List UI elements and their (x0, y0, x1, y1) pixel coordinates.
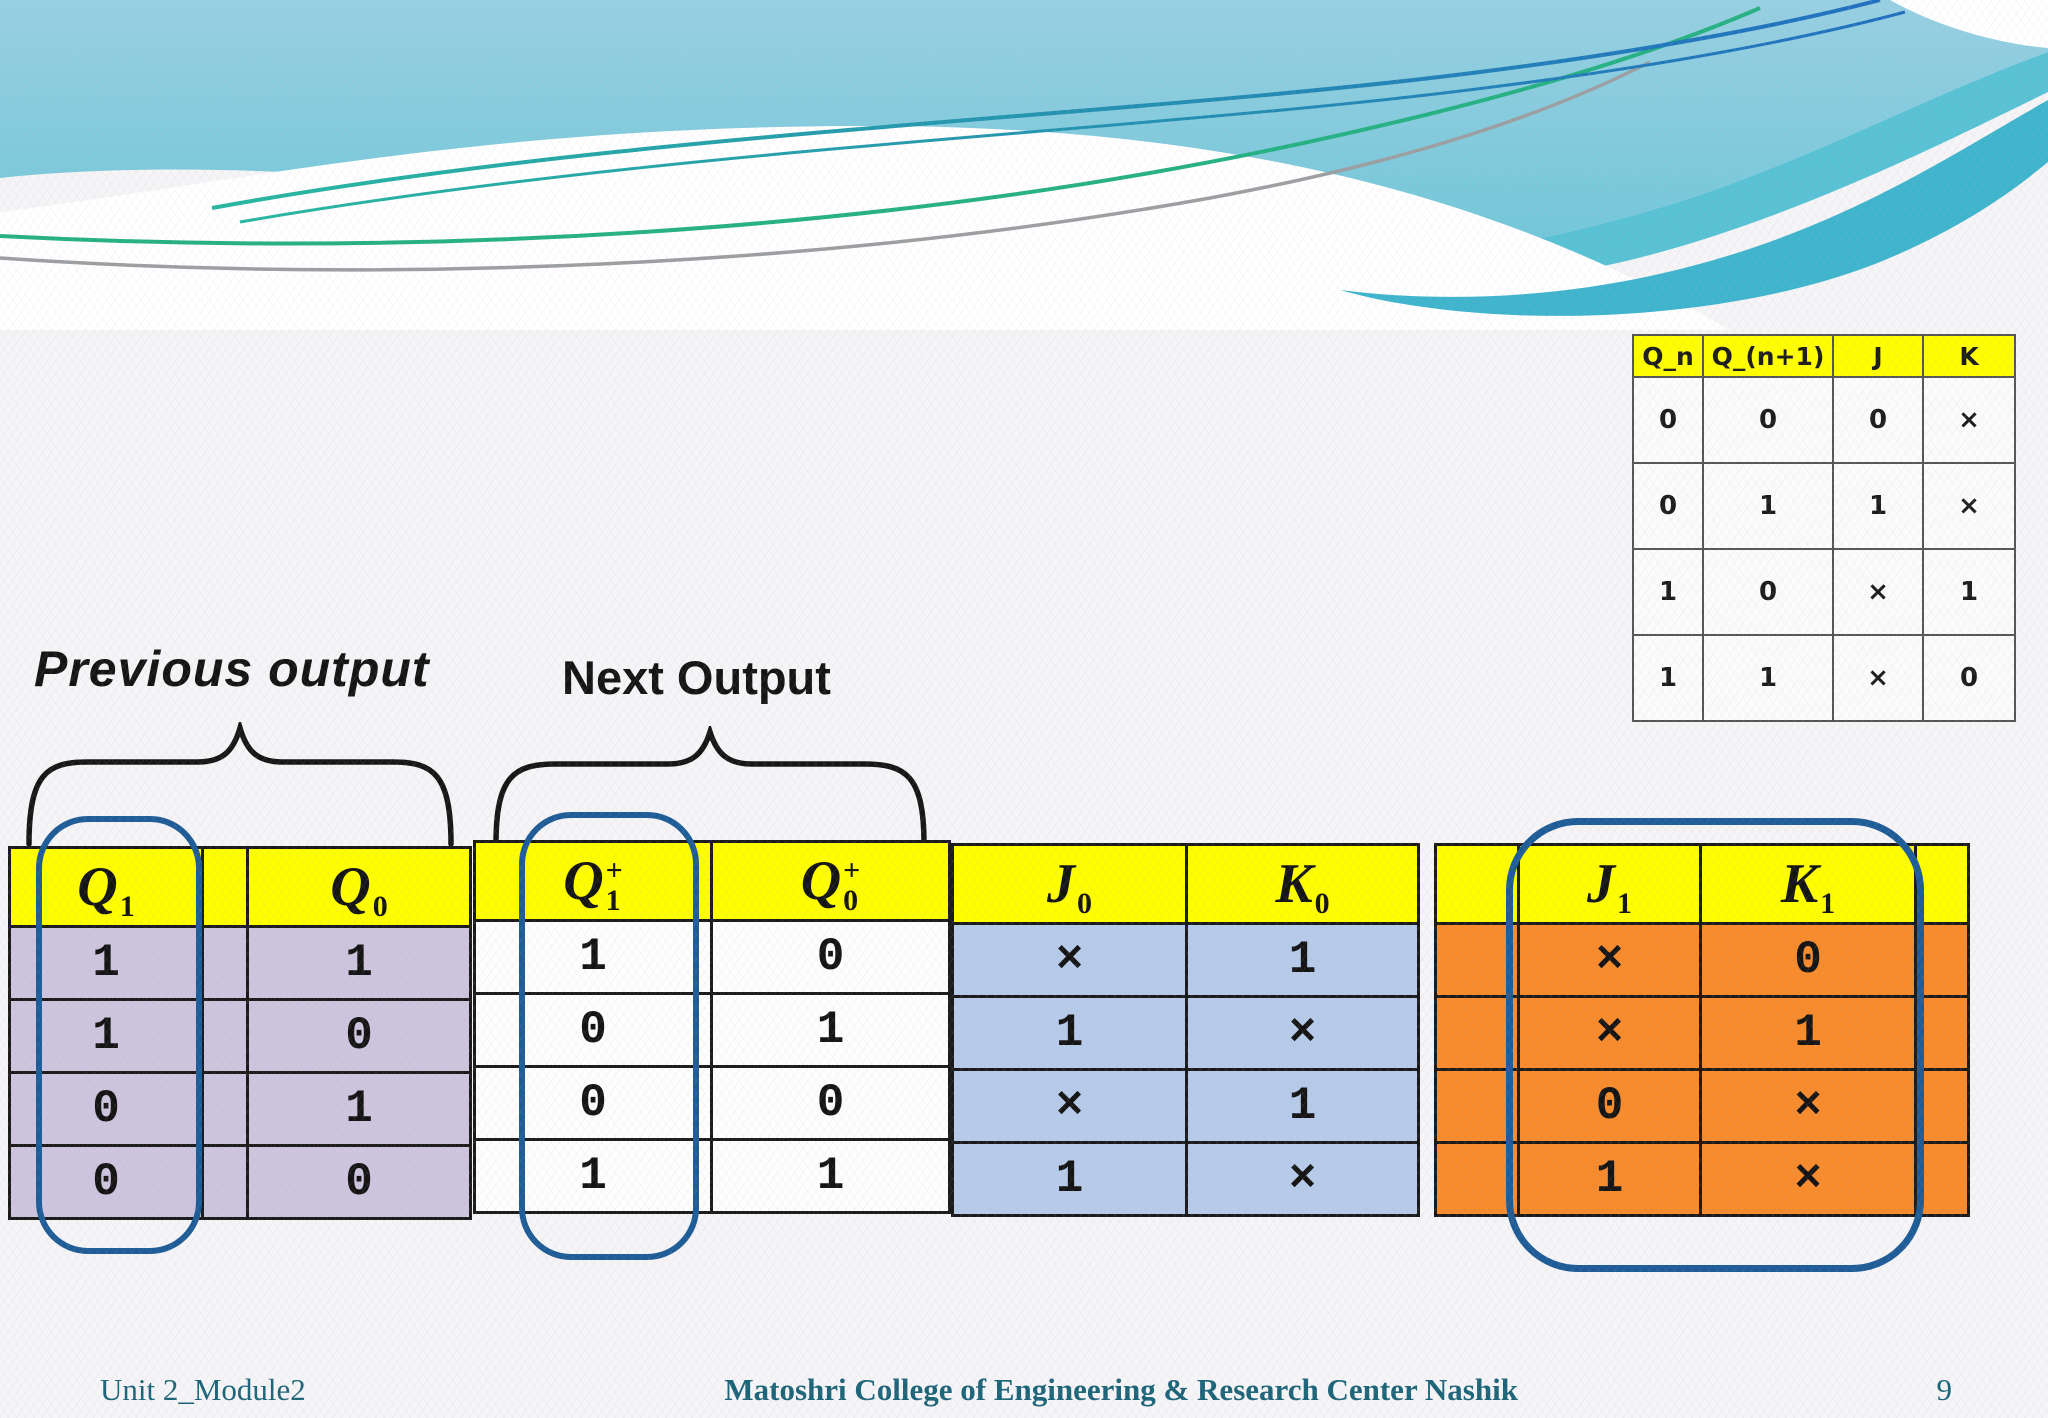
ref-header-qn1: Q_(n+1) (1704, 336, 1832, 376)
spacer-cell (1437, 925, 1517, 995)
wave-dark-swoosh (1340, 100, 2048, 316)
ref-cell: 1 (1634, 550, 1702, 634)
ref-cell: 0 (1704, 550, 1832, 634)
table-cell: 1 (713, 995, 948, 1065)
spacer-cell (1437, 846, 1517, 922)
table-cell: 1 (249, 1074, 469, 1144)
spacer-cell (204, 1147, 246, 1217)
table-cell: 0 (713, 1068, 948, 1138)
wave-white-hill (0, 125, 1730, 330)
table-cell: 0 (713, 922, 948, 992)
next-output-label: Next Output (562, 651, 831, 704)
table-cell: × (1520, 925, 1699, 995)
highlight-capsule-q1-column (36, 816, 202, 1254)
ref-cell: 1 (1634, 636, 1702, 720)
wave-white-corner (1890, 0, 2048, 48)
spacer-cell (1917, 846, 1967, 922)
ref-cell: 0 (1704, 378, 1832, 462)
spacer-cell (204, 1001, 246, 1071)
table-cell: 1 (11, 928, 201, 998)
page-number: 9 (1936, 1372, 1953, 1407)
previous-output-label: Previous output (34, 641, 430, 697)
table-cell: 1 (476, 922, 710, 992)
ref-cell: 1 (1704, 636, 1832, 720)
spacer-cell (1437, 998, 1517, 1068)
ref-cell: × (1924, 378, 2014, 462)
table-cell: 0 (476, 995, 710, 1065)
table-cell: 0 (249, 1147, 469, 1217)
table-cell: × (1188, 1144, 1417, 1214)
brace-previous-output (26, 722, 454, 847)
next-state-table: Q+1 Q+0 1 0 0 1 0 0 1 1 (473, 840, 951, 1214)
wave-light-band (1120, 52, 2048, 292)
ref-cell: 0 (1834, 378, 1922, 462)
table-cell: 0 (1520, 1071, 1699, 1141)
table-cell: 0 (476, 1068, 710, 1138)
wave-line-gray (0, 60, 1651, 272)
ref-cell: 1 (1834, 464, 1922, 548)
table-cell: 1 (1702, 998, 1914, 1068)
table-cell: × (954, 1071, 1185, 1141)
decorative-wave-banner (0, 0, 2048, 330)
jk-reference-table: Q_n Q_(n+1) J K 0 0 0 × 0 1 1 × 1 0 × 1 … (1632, 334, 2016, 722)
ref-cell: 0 (1924, 636, 2014, 720)
spacer-cell (1917, 925, 1967, 995)
table-cell: × (1520, 998, 1699, 1068)
table-cell: 1 (713, 1141, 948, 1211)
table-cell: 1 (954, 998, 1185, 1068)
ref-cell: 1 (1924, 550, 2014, 634)
ref-header-k: K (1924, 336, 2014, 376)
brace-next-output (493, 726, 927, 847)
table-cell: × (954, 925, 1185, 995)
ref-cell: 0 (1634, 464, 1702, 548)
ref-cell: 1 (1704, 464, 1832, 548)
ref-header-qn: Q_n (1634, 336, 1702, 376)
table-cell: 1 (1188, 1071, 1417, 1141)
table-cell: 1 (954, 1144, 1185, 1214)
ref-cell: × (1834, 550, 1922, 634)
wave-line-blue-2 (239, 10, 1906, 224)
table-cell: 0 (11, 1074, 201, 1144)
footer-college-name: Matoshri College of Engineering & Resear… (724, 1372, 1518, 1407)
table-cell: 1 (476, 1141, 710, 1211)
spacer-cell (1437, 1144, 1517, 1214)
footer-unit-label: Unit 2_Module2 (100, 1372, 306, 1407)
spacer-cell (1917, 1144, 1967, 1214)
table-cell: 1 (11, 1001, 201, 1071)
spacer-cell (204, 1074, 246, 1144)
wave-line-blue-1 (211, 0, 1881, 210)
highlight-capsule-j1-k1-columns (1506, 818, 1924, 1272)
spacer-cell (204, 849, 246, 925)
ref-cell: × (1924, 464, 2014, 548)
table-cell: × (1188, 998, 1417, 1068)
table-cell: 1 (249, 928, 469, 998)
table-cell: 1 (1188, 925, 1417, 995)
ref-cell: 0 (1634, 378, 1702, 462)
wave-line-green (0, 6, 1761, 246)
column-header-q0-plus: Q+0 (713, 843, 948, 919)
table-cell: × (1702, 1071, 1914, 1141)
spacer-cell (1917, 998, 1967, 1068)
slide-footer: Unit 2_Module2 Matoshri College of Engin… (0, 1372, 2048, 1408)
spacer-cell (1437, 1071, 1517, 1141)
table-cell: 0 (249, 1001, 469, 1071)
highlight-capsule-q1-plus-column (519, 812, 699, 1260)
ref-cell: × (1834, 636, 1922, 720)
ref-header-j: J (1834, 336, 1922, 376)
spacer-cell (204, 928, 246, 998)
table-cell: 0 (1702, 925, 1914, 995)
spacer-cell (1917, 1071, 1967, 1141)
